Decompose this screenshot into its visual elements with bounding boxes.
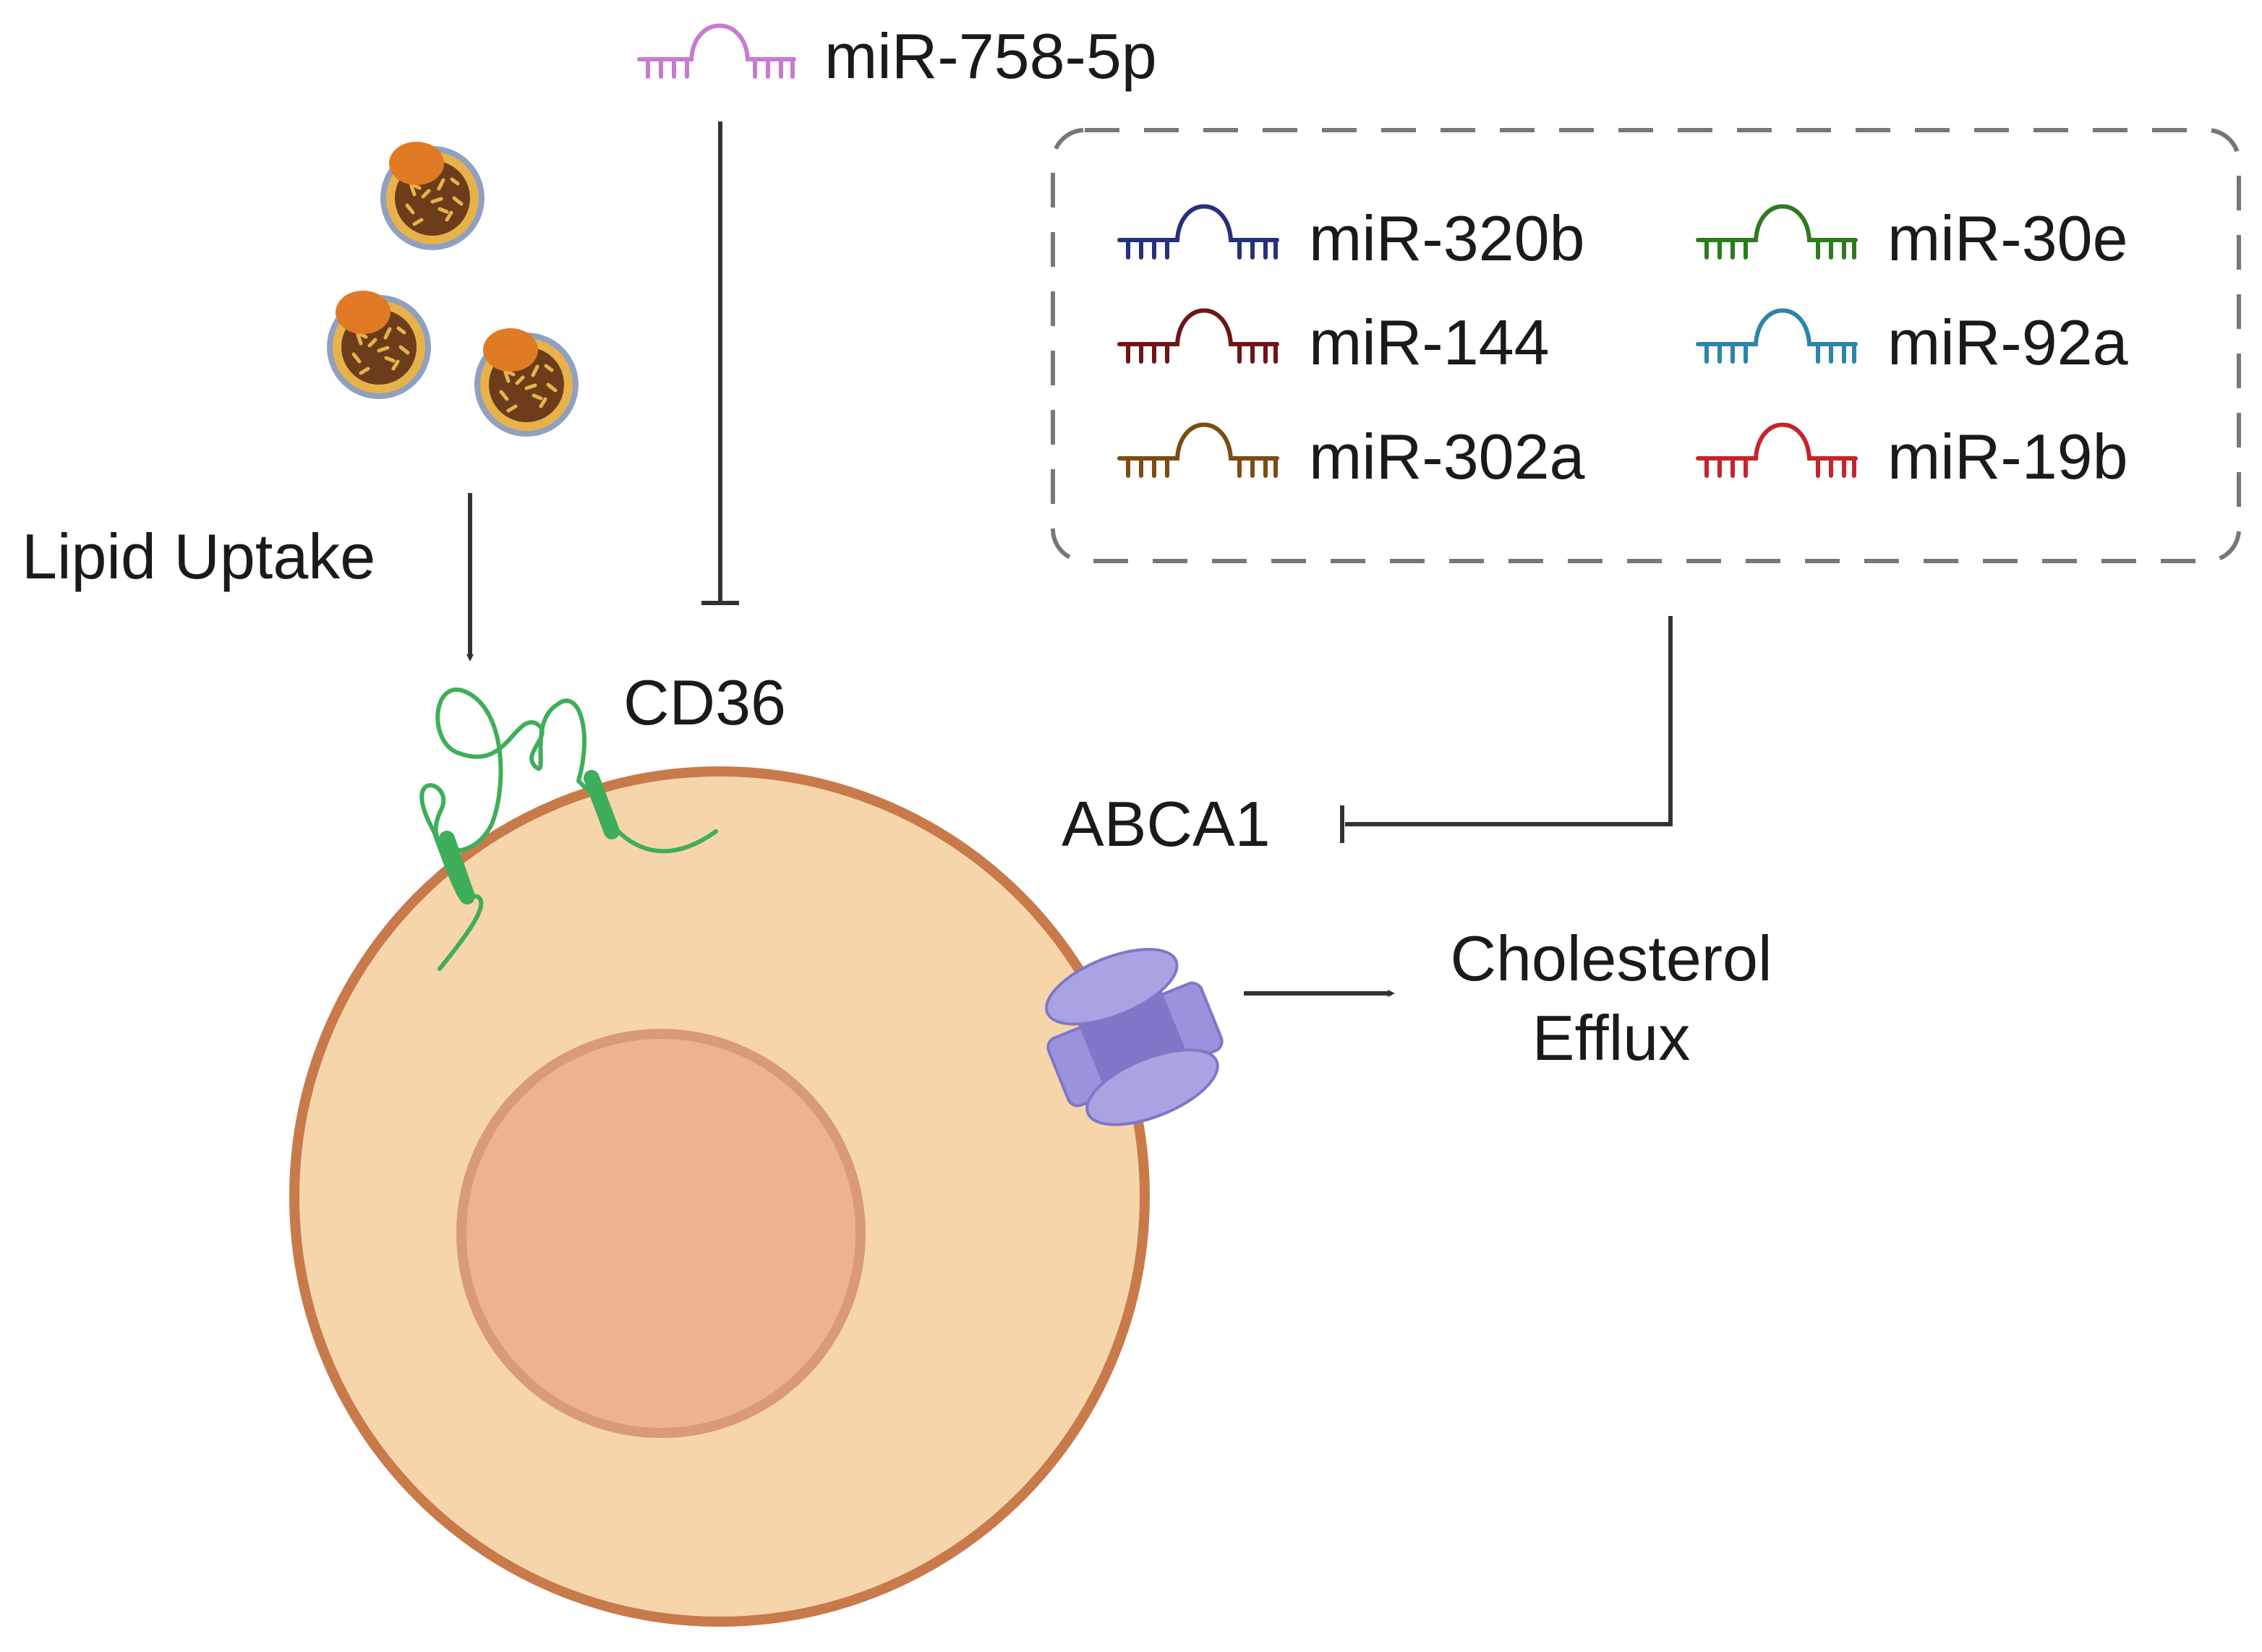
lipoprotein-icon [380,142,485,250]
mirna-hairpin-icon [1696,422,1858,478]
cd36-receptor-icon [419,687,718,971]
mirna-label: miR-302a [1309,421,1585,492]
mirna-hairpin-icon [1696,204,1858,260]
mirna-label: miR-19b [1887,421,2128,492]
mirna-label: miR-144 [1309,307,1550,378]
mirna-item: miR-144 [1117,307,1550,378]
mirna-hairpin-icon [1696,308,1858,364]
mirna-hairpin-icon [1117,308,1279,364]
lipoprotein-icon [474,328,579,437]
mirna-label: miR-320b [1309,202,1584,274]
nucleus [456,1029,866,1438]
mirna-758-group: miR-758-5p [637,20,1157,92]
mirna-item: miR-19b [1696,421,2128,492]
mirna-item: miR-30e [1696,202,2128,274]
efflux-label-line2: Efflux [1532,1002,1691,1074]
inhibit-abca1-line [1340,616,1673,843]
mirna-item: miR-302a [1117,421,1585,492]
lipid-uptake-label: Lipid Uptake [22,521,375,592]
lipoprotein-particles [327,142,579,437]
lipoprotein-icon [327,291,431,399]
abca1-label: ABCA1 [1062,788,1271,860]
mirna-hairpin-icon [1117,422,1279,478]
inhibit-cd36-line [701,121,739,605]
mirna-hairpin-icon [1117,204,1279,260]
mirna-label: miR-92a [1887,307,2128,378]
efflux-label-line1: Cholesterol [1450,923,1772,994]
macrophage-cell [289,766,1150,1627]
mirna-item: miR-92a [1696,307,2128,378]
mirna-label: miR-30e [1887,202,2128,274]
mirna-item: miR-320b [1117,202,1584,274]
mirna-758-label: miR-758-5p [824,20,1157,92]
cd36-label: CD36 [623,667,786,738]
mirna-cluster-box: miR-320b miR-30e miR-144 miR-92a miR-302a miR… [1051,128,2241,563]
mirna-hairpin-icon [637,23,796,79]
abca1-transporter-icon [1045,948,1224,1126]
